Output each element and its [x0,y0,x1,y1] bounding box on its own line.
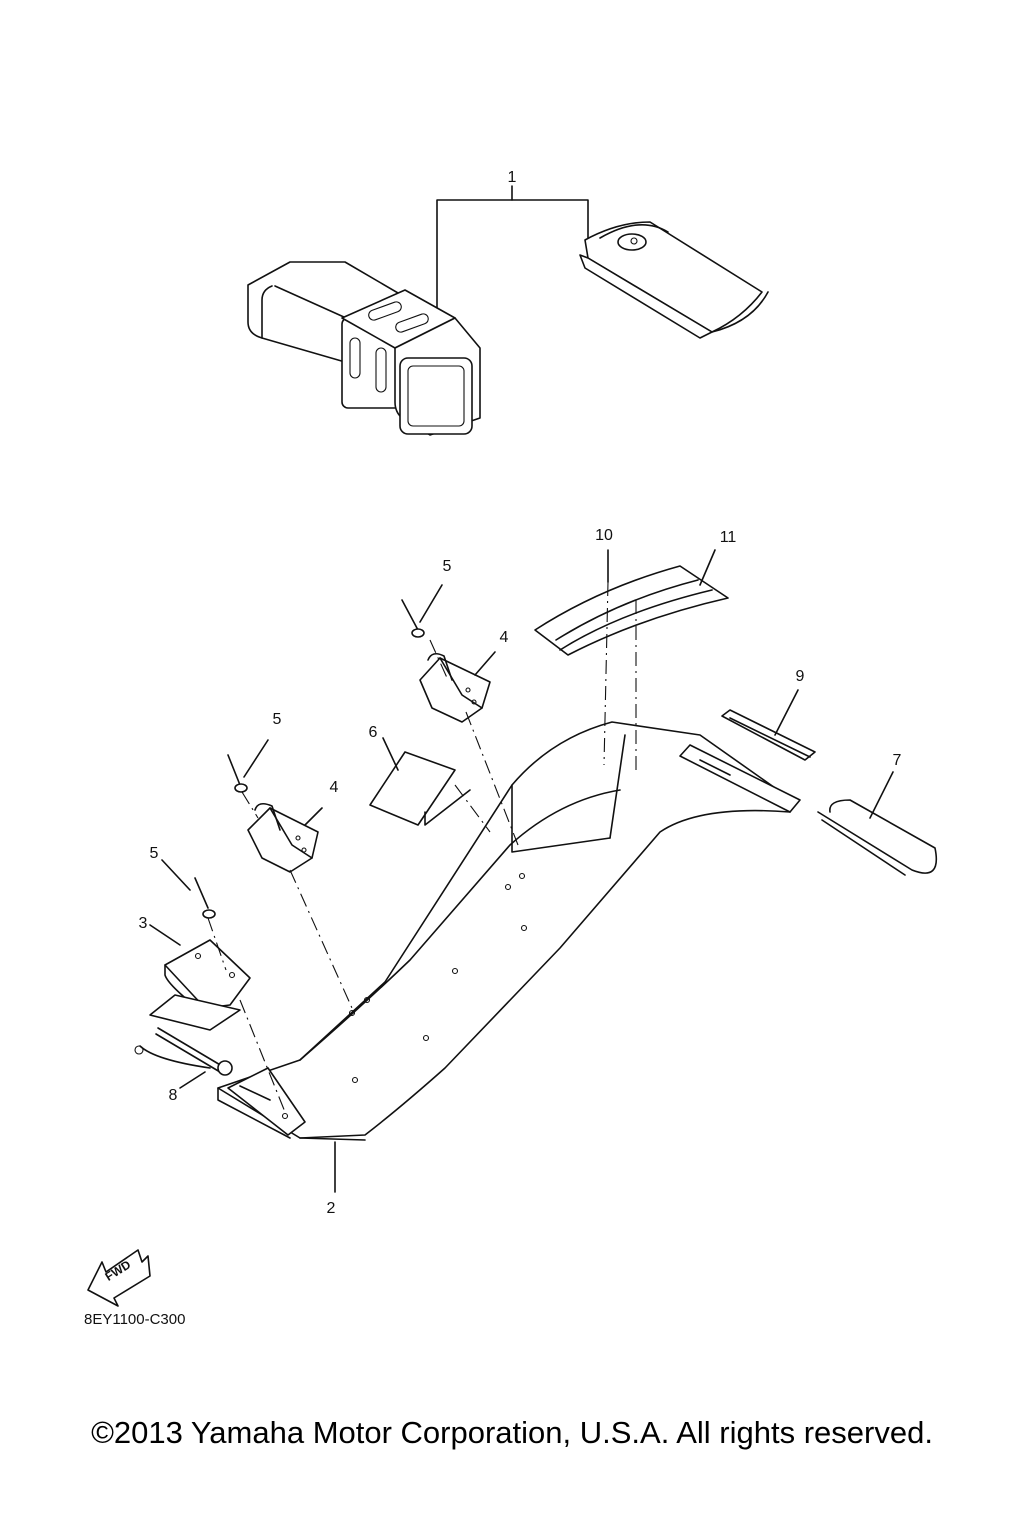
assembly-lines [207,581,637,1113]
part-3-hinge[interactable] [149,924,251,1011]
part-2-tray[interactable] [217,721,801,1193]
part-4-clip-b[interactable] [419,651,496,723]
part-5-rivet-a[interactable] [401,584,443,638]
callout-5c: 5 [150,845,159,862]
part-5-rivet-c[interactable] [161,859,216,919]
callout-3: 3 [139,915,148,932]
part-10-11-tapes[interactable] [534,549,729,656]
part-5-rivet-b[interactable] [227,739,269,793]
callout-4b: 4 [500,629,509,646]
fwd-arrow-icon: FWD [87,1249,151,1307]
part-4-clip-a[interactable] [247,802,323,873]
callout-9: 9 [796,668,805,685]
callout-6: 6 [369,724,378,741]
part-1-tool-kit[interactable] [247,185,769,436]
callout-4a: 4 [330,779,339,796]
copyright-notice: ©2013 Yamaha Motor Corporation, U.S.A. A… [91,1415,933,1450]
callout-1: 1 [508,169,517,186]
callout-11: 11 [720,529,737,546]
callout-5b: 5 [273,711,282,728]
diagram-code: 8EY1100-C300 [84,1311,185,1328]
part-6-label[interactable] [369,737,471,826]
callout-8: 8 [169,1087,178,1104]
callout-7: 7 [893,752,902,769]
part-9-strip[interactable] [721,689,816,761]
part-8-pin[interactable] [134,994,241,1089]
callout-10: 10 [595,527,613,544]
part-7-hook[interactable] [817,771,937,876]
callout-2: 2 [327,1200,336,1217]
callout-5a: 5 [443,558,452,575]
